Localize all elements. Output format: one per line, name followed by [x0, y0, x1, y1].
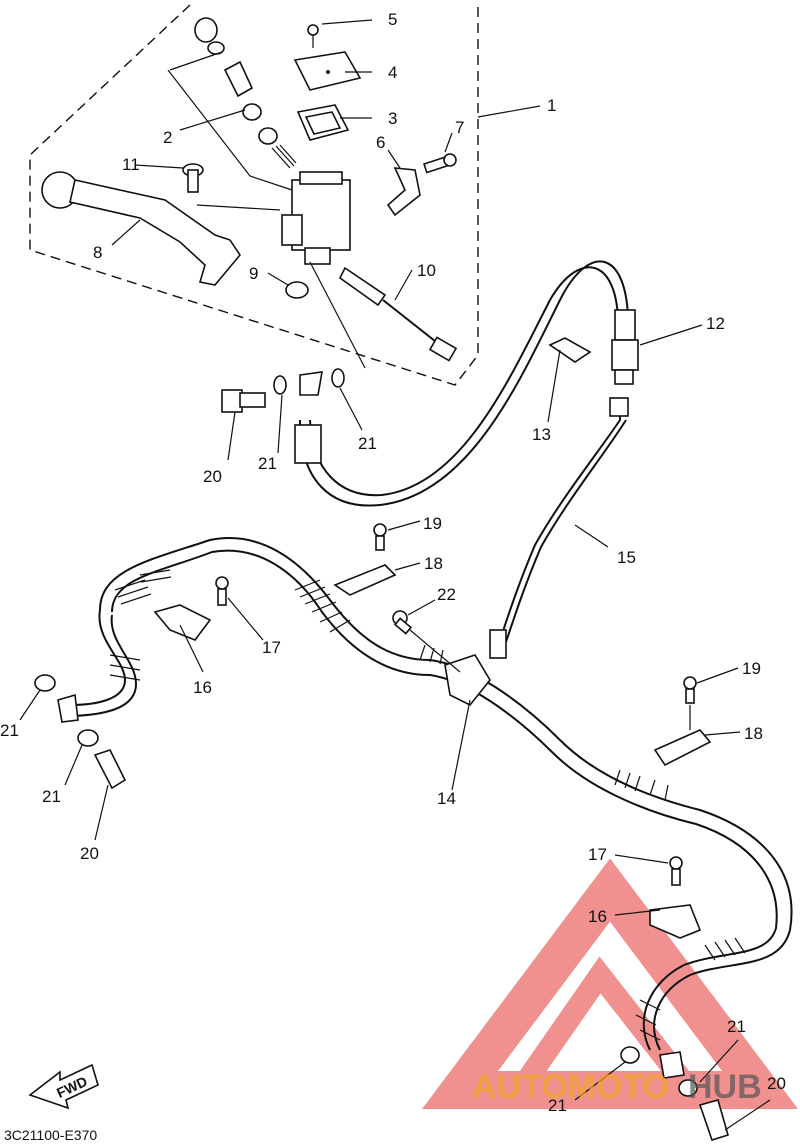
callout-20-left: 20 [80, 844, 99, 863]
cap-screw [307, 24, 319, 48]
callout-16-left: 16 [193, 678, 212, 697]
callout-20-top: 20 [203, 467, 222, 486]
lower-hose-inner [111, 549, 778, 1051]
union-bolt-left [34, 674, 127, 790]
brake-pipe [499, 410, 621, 641]
clamp-bolt-lower [683, 676, 697, 730]
hose-clamp-upper [333, 564, 397, 596]
hose-guide [444, 654, 491, 707]
master-cylinder-body [281, 171, 351, 265]
callout-11: 11 [122, 155, 140, 174]
callout-10: 10 [417, 261, 436, 280]
callout-18-upper: 18 [424, 554, 443, 573]
callout-9: 9 [249, 264, 258, 283]
callout-16-right: 16 [588, 907, 607, 926]
callout-20-right: 20 [767, 1074, 786, 1093]
callout-21-right-upper: 21 [727, 1017, 746, 1036]
holder-clamp [386, 167, 421, 217]
brake-pipe-inner [505, 419, 627, 643]
diaphragm [296, 104, 350, 141]
hose-holder-left [153, 604, 212, 641]
pivot-nut [285, 281, 309, 299]
brake-light-switch [338, 266, 458, 362]
callout-21-top-right: 21 [358, 434, 377, 453]
holder-bolt [423, 153, 457, 174]
callout-22: 22 [437, 585, 456, 604]
leader-union [309, 261, 366, 369]
leader-lines [19, 19, 771, 1131]
holder-bolt-left [215, 576, 229, 606]
holder-bolt-right [669, 856, 683, 886]
callout-6: 6 [376, 133, 385, 152]
upper-brake-hose [299, 260, 630, 507]
callout-7: 7 [455, 118, 464, 137]
watermark-text-right: HUB [688, 1068, 762, 1106]
reservoir-cap [293, 51, 362, 91]
callouts: 1 2 3 4 5 6 7 8 9 10 11 12 13 14 15 16 1… [0, 10, 786, 1115]
callout-21-right-lower: 21 [548, 1096, 567, 1115]
callout-17-right: 17 [588, 845, 607, 864]
left-hose-branch-inner [71, 614, 138, 717]
callout-1: 1 [547, 96, 556, 115]
callout-19-lower: 19 [742, 659, 761, 678]
callout-3: 3 [388, 109, 397, 128]
callout-5: 5 [388, 10, 397, 29]
callout-21-left: 21 [0, 721, 19, 740]
hose-fitting-right [614, 309, 636, 341]
diagram-code: 3C21100-E370 [4, 1127, 97, 1143]
hose-sleeves [109, 569, 746, 1041]
union-bolt-top [221, 368, 345, 413]
callout-13: 13 [532, 425, 551, 444]
callout-19-upper: 19 [423, 514, 442, 533]
hose-joint [611, 339, 639, 385]
clamp-bolt-upper [373, 523, 387, 551]
watermark-text: AUTOMOTO HUB [472, 1068, 762, 1106]
callout-15: 15 [617, 548, 636, 567]
callout-21-left-lower: 21 [42, 787, 61, 806]
hose-holder-right [649, 904, 702, 939]
callout-21-top-left: 21 [258, 454, 277, 473]
upper-hose-inner [309, 266, 620, 497]
watermark-logo [422, 858, 798, 1109]
assembly-boundary [29, 4, 479, 386]
pipe-fitting-top [609, 397, 629, 417]
hose-fitting-top [294, 424, 322, 464]
lever-pivot-bolt [182, 163, 281, 211]
lower-brake-hose [99, 537, 793, 1051]
callout-8: 8 [93, 243, 102, 262]
pipe-fitting-bottom [489, 629, 507, 659]
watermark-text-left: AUTOMOTO [472, 1068, 669, 1106]
hose-clamp-lower [653, 729, 712, 767]
hose-bracket [548, 337, 592, 363]
left-hose-branch [69, 609, 127, 706]
fwd-arrow-icon: FWD [28, 1063, 99, 1110]
brake-lever [41, 171, 241, 286]
piston-kit [167, 17, 297, 191]
union-bolt-right [620, 1046, 729, 1141]
callout-2: 2 [163, 128, 172, 147]
callout-12: 12 [706, 314, 725, 333]
callout-14: 14 [437, 789, 456, 808]
callout-18-lower: 18 [744, 724, 763, 743]
guide-bolt [392, 610, 461, 673]
callout-4: 4 [388, 63, 397, 82]
callout-17-left: 17 [262, 638, 281, 657]
